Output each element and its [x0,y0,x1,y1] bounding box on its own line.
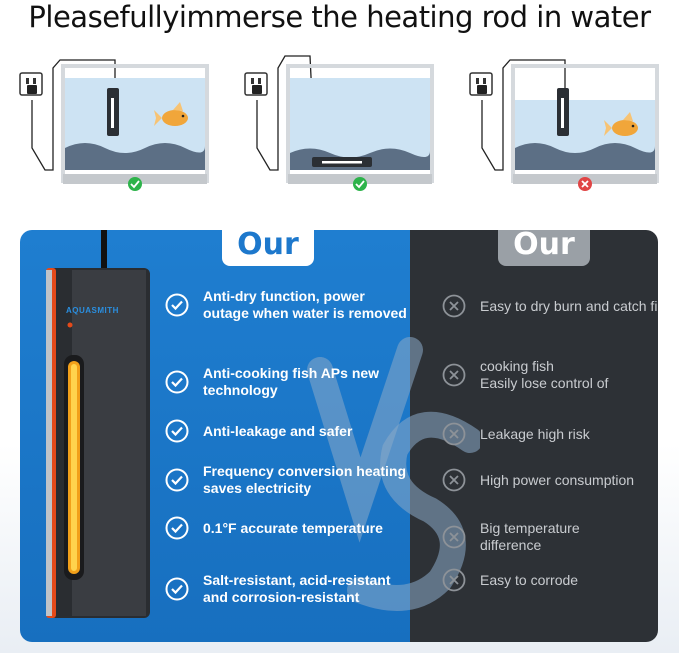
goldfish-icon [154,102,188,126]
theirs-feature-5: Big temperature difference [442,520,610,554]
x-circle-icon [442,568,466,592]
x-circle-icon [442,363,466,387]
theirs-feature-6: Easy to corrode [442,568,658,592]
x-circle-icon [442,525,466,549]
goldfish-icon [604,112,638,136]
theirs-feature-text: Leakage high risk [480,425,590,442]
theirs-feature-1: Easy to dry burn and catch fire [442,294,658,318]
theirs-feature-2: cooking fish Easily lose control of [442,358,658,392]
x-circle-icon [442,422,466,446]
check-circle-icon [165,293,189,317]
ours-feature-1: Anti-dry function, power outage when wat… [165,288,413,322]
check-icon [353,177,367,191]
scene-1 [15,48,215,198]
x-circle-icon [442,468,466,492]
ours-feature-3: Anti-leakage and safer [165,419,413,443]
x-circle-icon [442,294,466,318]
theirs-feature-text: Easy to corrode [480,571,579,588]
ours-feature-6: Salt-resistant, acid-resistant and corro… [165,572,413,606]
heater-product-image [42,230,152,625]
check-circle-icon [165,516,189,540]
brand-logo: AQUASMITH [66,306,119,315]
theirs-feature-text: High power consumption [480,471,635,488]
check-circle-icon [165,370,189,394]
ours-feature-text: Anti-dry function, power outage when wat… [203,288,407,321]
ours-feature-text: Anti-leakage and safer [203,422,353,439]
wall-outlet-icon [19,72,43,96]
wall-outlet-icon [469,72,493,96]
check-icon [128,177,142,191]
check-circle-icon [165,468,189,492]
ours-feature-2: Anti-cooking fish APs new technology [165,365,413,399]
theirs-feature-3: Leakage high risk [442,422,658,446]
ours-feature-text: Anti-cooking fish APs new technology [203,365,380,398]
cross-icon [578,177,592,191]
ours-feature-4: Frequency conversion heating saves elect… [165,463,413,497]
theirs-feature-text: cooking fish Easily lose control of [480,358,609,391]
theirs-feature-4: High power consumption [442,468,658,492]
check-circle-icon [165,577,189,601]
headline: Pleasefullyimmerse the heating rod in wa… [28,0,651,34]
tab-ours: Our [222,230,314,266]
ours-feature-text: 0.1°F accurate temperature [203,519,383,536]
theirs-feature-text: Big temperature difference [480,520,580,553]
ours-feature-text: Salt-resistant, acid-resistant and corro… [203,572,391,605]
scene-3 [465,48,665,198]
vs-watermark-icon [307,337,480,611]
ours-feature-5: 0.1°F accurate temperature [165,516,413,540]
scene-2 [240,48,440,198]
check-circle-icon [165,419,189,443]
theirs-feature-text: Easy to dry burn and catch fire [480,297,658,314]
ours-feature-text: Frequency conversion heating saves elect… [203,463,407,496]
comparison-panel: Our Our AQUASMITH Anti-dry function, pow… [20,230,658,642]
tab-others: Our [498,230,590,266]
wall-outlet-icon [244,72,268,96]
